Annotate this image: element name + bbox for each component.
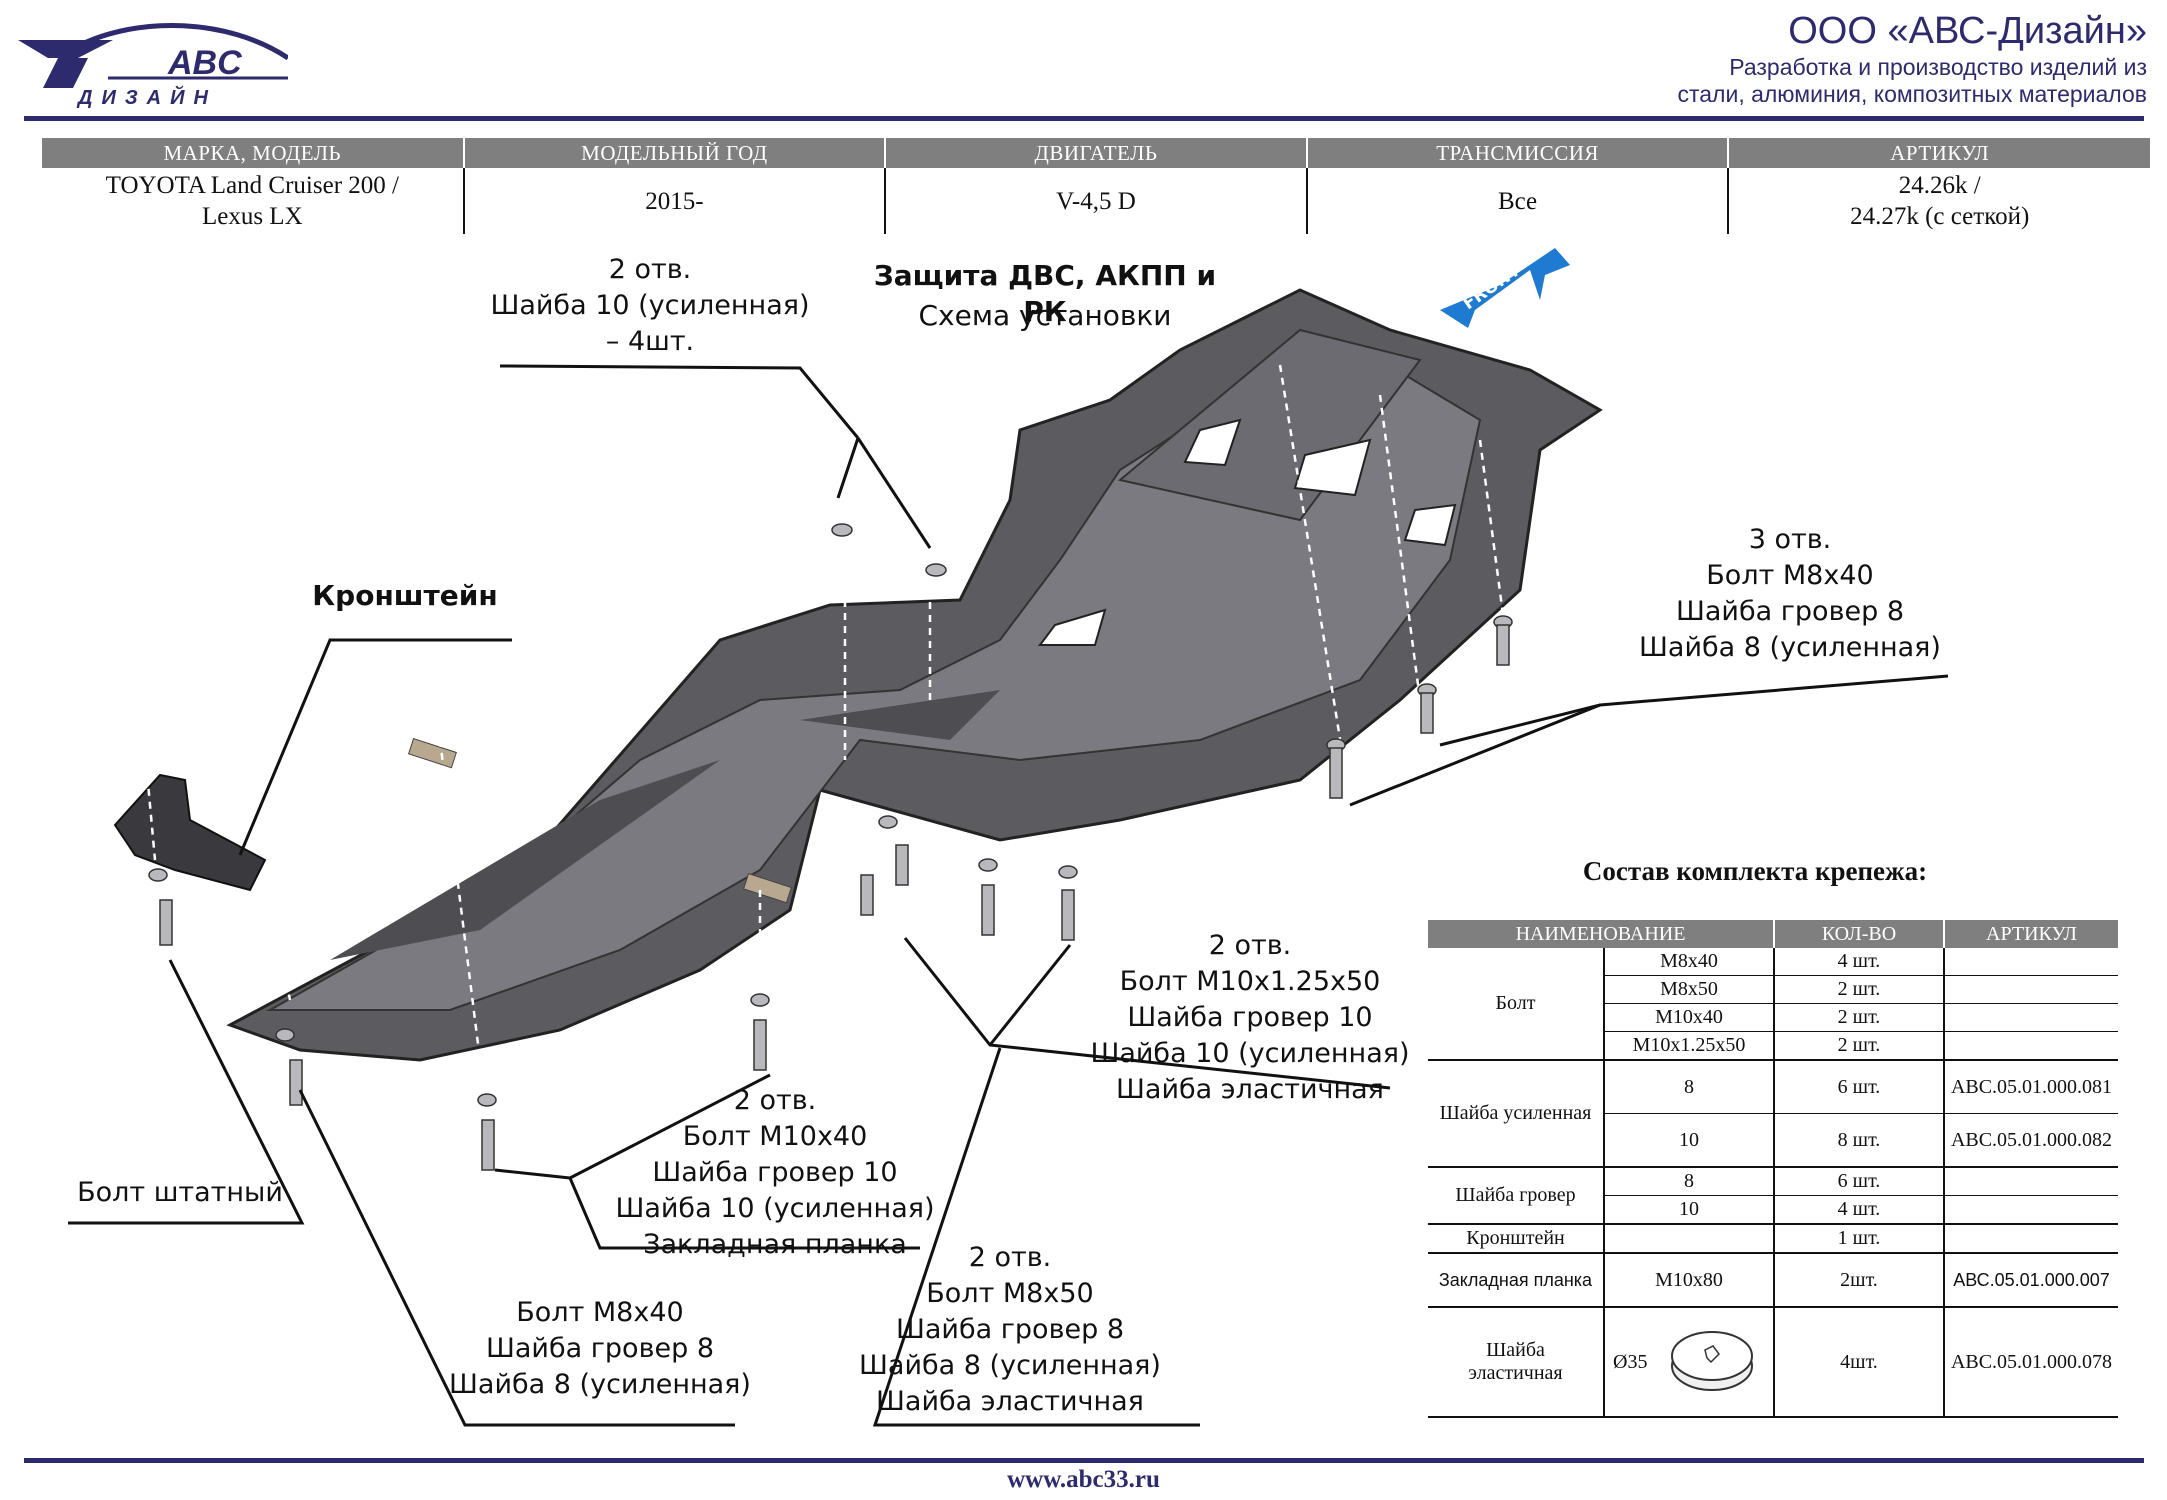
table-row: 10 4 шт. (1428, 1195, 2118, 1225)
logo-text-top: ABC (167, 44, 242, 82)
kit-header-qty: КОЛ-ВО (1773, 920, 1944, 948)
table-row: М10х40 2 шт. (1428, 1003, 2118, 1032)
company-sub-1: Разработка и производство изделий из (1729, 54, 2147, 80)
kit-group-bolt: Болт (1428, 948, 1604, 1061)
footer-url[interactable]: www.abc33.ru (1007, 1466, 1160, 1493)
callout-stock-bolt: Болт штатный (77, 1177, 283, 1208)
bracket-label: Кронштейн (312, 579, 498, 612)
kit-title: Состав комплекта крепежа: (1582, 856, 1928, 886)
cell-transmission: Все (1305, 168, 1729, 234)
table-row: Шайба усиленная 8 6 шт. АВС.05.01.000.08… (1428, 1060, 2118, 1168)
bolts (148, 523, 1513, 1171)
table-row: М8х50 2 шт. (1428, 975, 2118, 1004)
cell-engine: V-4,5 D (884, 168, 1307, 234)
table-row: 10 8 шт. АВС.05.01.000.082 (1428, 1113, 2118, 1168)
table-row: М10х1.25х50 2 шт. (1428, 1031, 2118, 1061)
diagram-subtitle: Схема установки (918, 299, 1172, 332)
kit-header-name: НАИМЕНОВАНИЕ (1428, 920, 1774, 948)
table-row: Шайба гровер 8 6 шт. (1428, 1167, 2118, 1225)
diagram-title: Защита ДВС, АКПП и РК (873, 259, 1217, 328)
col-header-model: МАРКА, МОДЕЛЬ (42, 138, 464, 168)
cell-model: TOYOTA Land Cruiser 200 /Lexus LX (105, 172, 399, 230)
cell-article: 24.26k /24.27k (с сеткой) (1727, 168, 2150, 234)
col-header-article: АРТИКУЛ (1727, 138, 2150, 168)
installation-diagram: FRONT (68, 248, 1949, 1427)
leader-lines (68, 364, 1949, 1427)
elastic-washer-icon (1671, 1331, 1753, 1391)
logo-text-bottom: ДИЗАЙН (76, 85, 217, 108)
fastener-axes (143, 364, 1507, 1061)
kit-group-washer-reinforced: Шайба усиленная (1428, 1060, 1604, 1168)
kit-header-article: АРТИКУЛ (1943, 920, 2118, 948)
cell-year: 2015- (462, 168, 886, 234)
table-row: Кронштейн 1 шт. (1428, 1224, 2118, 1254)
col-header-engine: ДВИГАТЕЛЬ (884, 138, 1307, 168)
footer-rule (24, 1458, 2144, 1463)
col-header-year: МОДЕЛЬНЫЙ ГОД (462, 138, 886, 168)
kit-table: НАИМЕНОВАНИЕ КОЛ-ВО АРТИКУЛ Болт М8х40 4… (1428, 920, 2118, 1418)
table-row: Закладная планка М10х80 2шт. АВС.05.01.0… (1428, 1253, 2118, 1308)
callout-top: 2 отв.Шайба 10 (усиленная)– 4шт. (490, 254, 810, 357)
company-logo: ABC ДИЗАЙН (18, 23, 288, 108)
skid-plate-drawing (113, 288, 1603, 1062)
header-rule (24, 116, 2144, 121)
vehicle-info-table: МАРКА, МОДЕЛЬ МОДЕЛЬНЫЙ ГОД ДВИГАТЕЛЬ ТР… (42, 138, 2150, 234)
company-block: ООО «АВС-Дизайн» Разработка и производст… (1387, 8, 2147, 108)
front-label: FRONT (1459, 260, 1524, 314)
front-arrow: FRONT (1440, 248, 1570, 328)
table-row: Болт М8х40 4 шт. (1428, 948, 2118, 1061)
col-header-transmission: ТРАНСМИССИЯ (1305, 138, 1729, 168)
company-name: ООО «АВС-Дизайн» (1788, 10, 2147, 52)
kit-group-grover: Шайба гровер (1428, 1167, 1604, 1225)
company-sub-2: стали, алюминия, композитных материалов (1677, 81, 2147, 107)
